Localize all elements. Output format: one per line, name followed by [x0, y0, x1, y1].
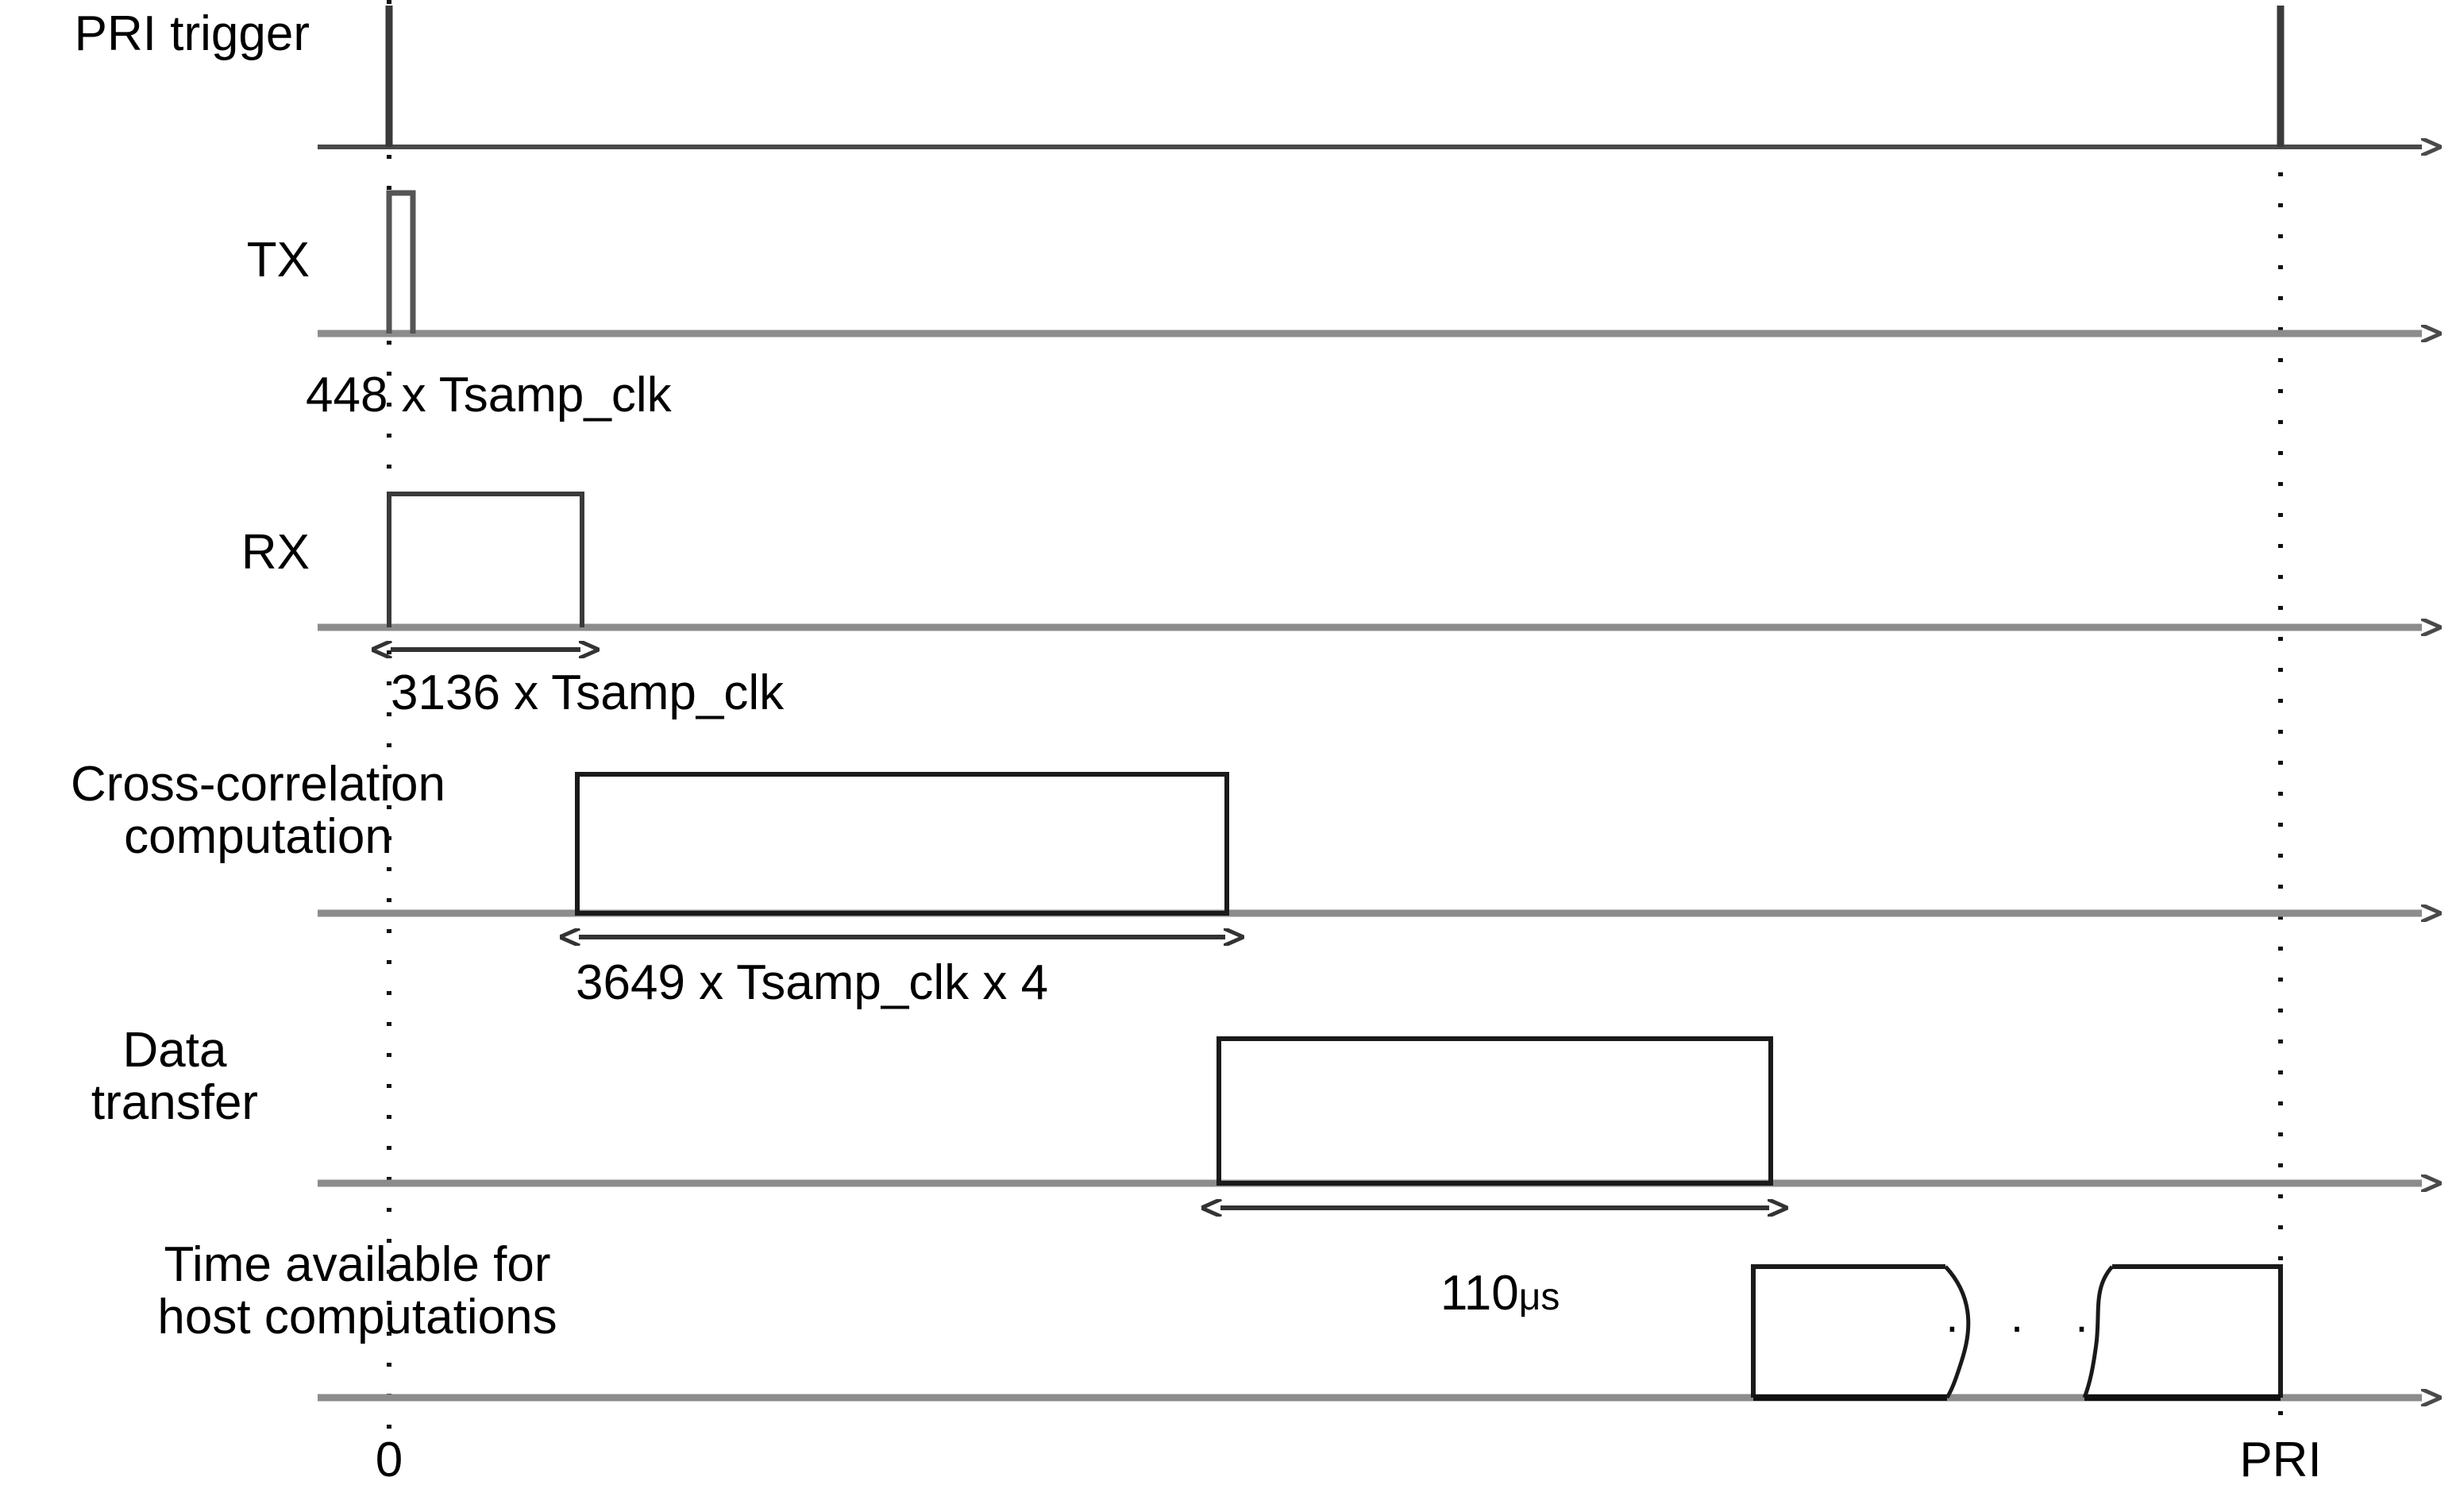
axis-tick-zero: 0 [375, 1433, 403, 1487]
annotation-transfer-duration: 110μs [1386, 1209, 1560, 1378]
rx-pulse [387, 492, 584, 627]
host-computations-pulse-right [2112, 1264, 2283, 1398]
row-label-pri-trigger: PRI trigger [74, 6, 310, 61]
host-computations-break-left [1944, 1265, 1971, 1399]
transfer-duration-value: 110 [1440, 1266, 1519, 1321]
row-label-tx: TX [246, 233, 310, 287]
transfer-duration-unit: μs [1518, 1276, 1560, 1318]
annotation-rx-duration: 3136 x Tsamp_clk [391, 665, 785, 720]
host-computations-pulse-left [1751, 1264, 1945, 1398]
ellipsis-dots: · · · [1944, 1301, 2098, 1352]
host-computations-break-right [2082, 1265, 2114, 1398]
tx-pulse [386, 190, 416, 334]
data-transfer-pulse [1217, 1036, 1773, 1186]
annotation-xcorr-duration: 3649 x Tsamp_clk x 4 [576, 955, 1049, 1010]
axis-tick-pri: PRI [2239, 1433, 2322, 1487]
row-label-cross-correlation: Cross-correlation computation [70, 757, 446, 864]
row-label-host-computations: Time available for host computations [157, 1237, 557, 1344]
annotation-tx-duration: 448 x Tsamp_clk [306, 368, 672, 422]
cross-correlation-pulse [575, 772, 1229, 916]
row-label-data-transfer: Data transfer [91, 1023, 259, 1130]
row-label-rx: RX [241, 525, 310, 580]
